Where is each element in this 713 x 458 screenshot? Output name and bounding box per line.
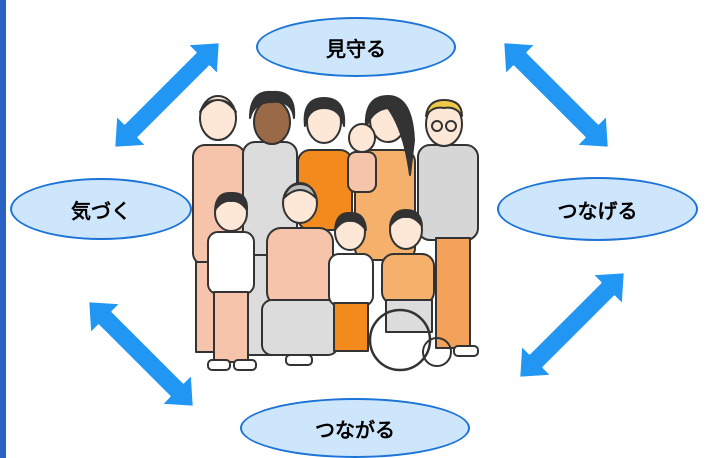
arrow-top-left	[97, 25, 237, 165]
node-kizuku: 気づく	[10, 178, 192, 240]
node-mimamoru: 見守る	[256, 17, 456, 77]
arrow-bottom-right	[502, 255, 642, 395]
people-group-illustration	[192, 90, 479, 372]
arrow-bottom-left	[71, 284, 211, 424]
node-tsunagaru: つながる	[240, 398, 470, 458]
left-accent-bar	[0, 0, 6, 458]
arrow-top-right	[486, 25, 626, 165]
node-tsunageru: つなげる	[497, 177, 698, 241]
